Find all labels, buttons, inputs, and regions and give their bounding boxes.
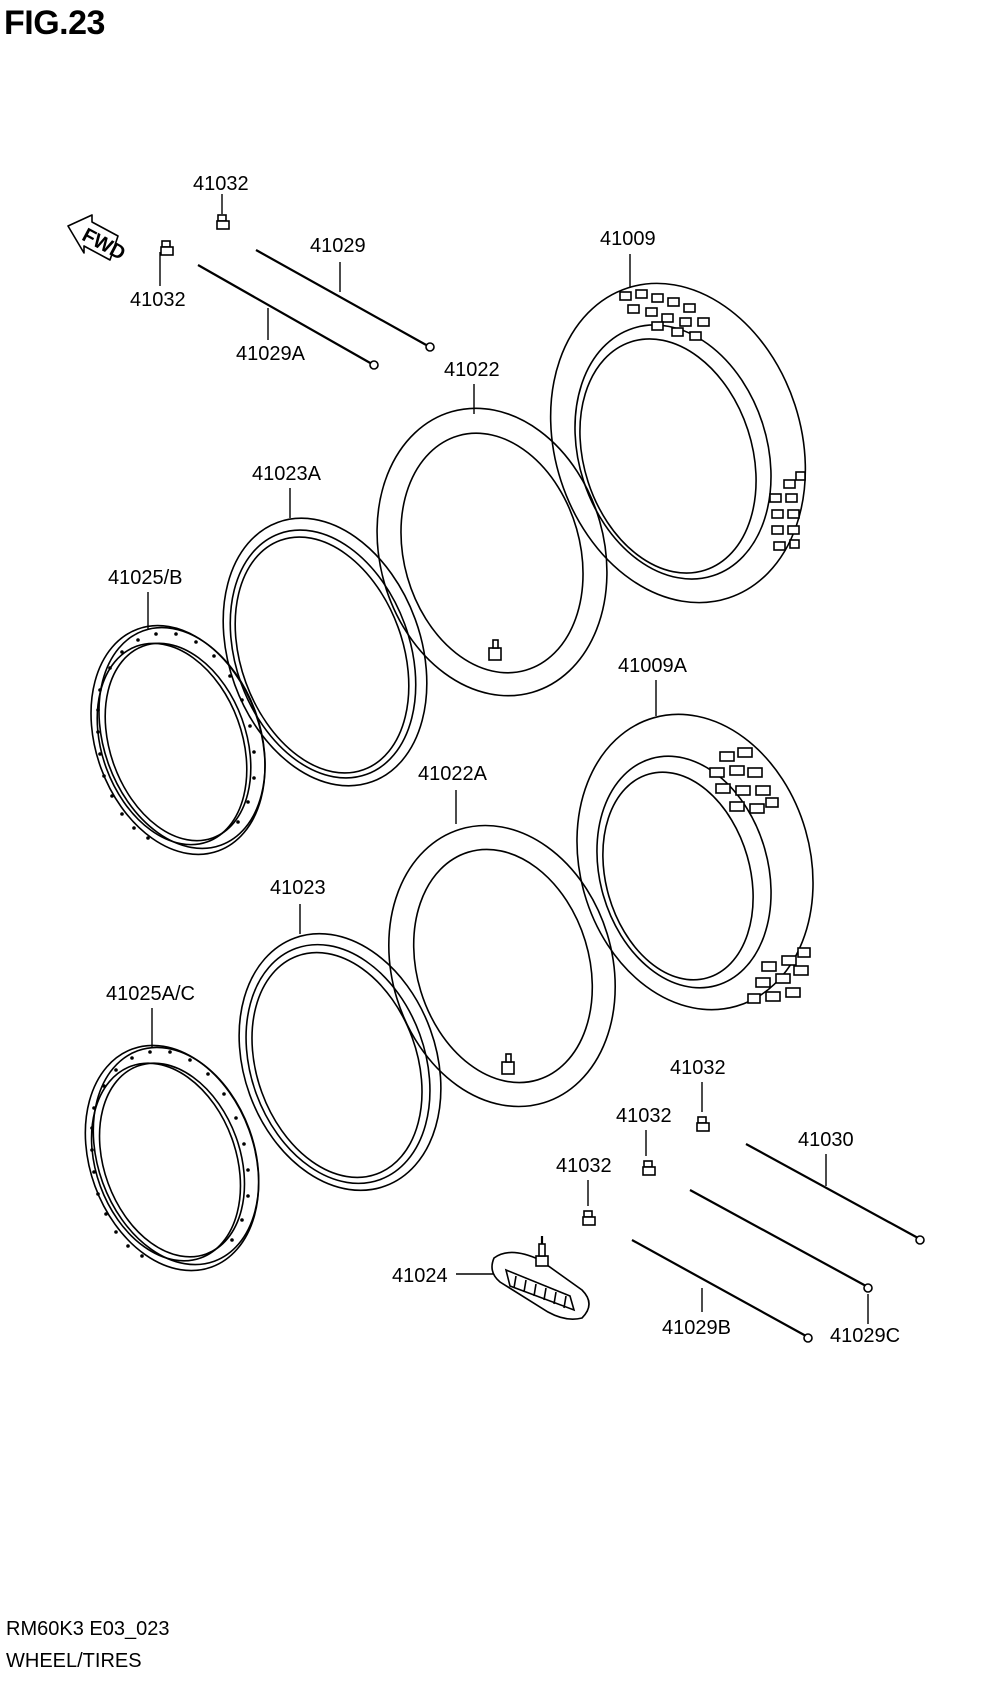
tire-41009A: [576, 713, 814, 1011]
rim-band-41023: [238, 932, 442, 1192]
diagram-code: RM60K3 E03_023: [6, 1618, 170, 1640]
nipple-41032c: [696, 1116, 710, 1132]
rim-lock-teeth: [513, 1275, 567, 1309]
label-41023: 41023: [270, 877, 326, 899]
label-41009A: 41009A: [618, 655, 688, 677]
tire-41009: [549, 282, 807, 604]
label-41029A: 41029A: [236, 343, 306, 365]
figure-title: FIG.23: [4, 4, 105, 42]
label-41029: 41029: [310, 235, 366, 257]
rim-41025B: [90, 624, 266, 856]
leader-lines: [147, 194, 869, 1324]
spoke-41029B: [631, 1239, 813, 1343]
spoke-41029: [255, 249, 435, 352]
label-41032c: 41032: [670, 1057, 726, 1079]
label-41032b: 41032: [130, 289, 186, 311]
label-41032d: 41032: [616, 1105, 672, 1127]
label-41032e: 41032: [556, 1155, 612, 1177]
nipple-41032e: [582, 1210, 596, 1226]
label-41022A: 41022A: [418, 763, 488, 785]
label-41030: 41030: [798, 1129, 854, 1151]
spoke-41030: [745, 1143, 925, 1245]
rim-lock-41024: [491, 1236, 590, 1320]
nipple-41032a: [216, 214, 230, 230]
diagram-name: WHEEL/TIRES: [6, 1650, 142, 1672]
label-41032a: 41032: [193, 173, 249, 195]
tire-tread-knobs: [619, 289, 806, 551]
fwd-arrow-icon: FWD: [67, 214, 129, 265]
nipple-41032b: [160, 240, 174, 256]
tube-41022A: [388, 824, 616, 1108]
label-41025B: 41025/B: [108, 567, 183, 589]
label-41023A: 41023A: [252, 463, 322, 485]
spoke-41029A: [197, 264, 379, 370]
label-41025AC: 41025A/C: [106, 983, 195, 1005]
rim-spoke-holes: [96, 632, 256, 840]
spoke-41029C: [689, 1189, 873, 1293]
label-41024: 41024: [392, 1265, 448, 1287]
label-41022: 41022: [444, 359, 500, 381]
part-labels: 41032 41032 41029 41029A 41009 41022 410…: [106, 173, 900, 1347]
rim-spoke-holes-front: [90, 1050, 250, 1258]
nipple-41032d: [642, 1160, 656, 1176]
rim-41025AC: [84, 1044, 260, 1272]
label-41009: 41009: [600, 228, 656, 250]
tube-41022: [376, 407, 608, 697]
label-41029B: 41029B: [662, 1317, 731, 1339]
label-41029C: 41029C: [830, 1325, 900, 1347]
tire-tread-knobs-front: [709, 747, 811, 1004]
